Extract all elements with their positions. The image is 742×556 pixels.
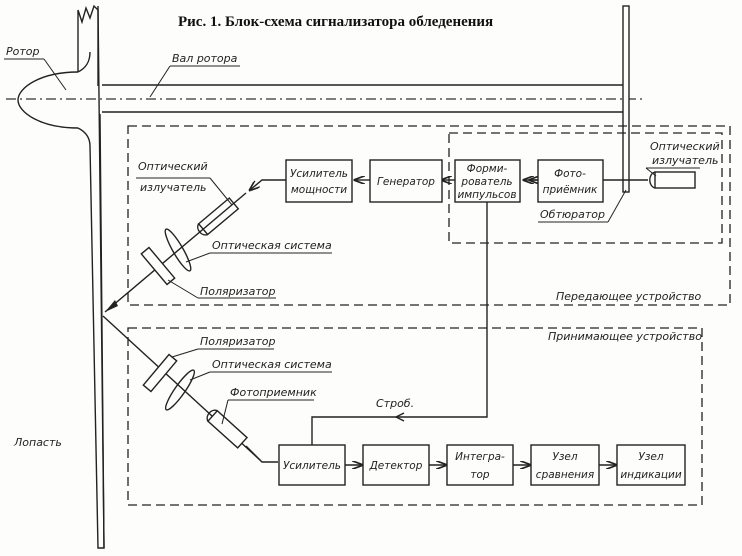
tx-beam-arrowhead xyxy=(105,300,118,312)
shaper-text-3: импульсов xyxy=(457,189,516,201)
tx-optics-label: Оптическая система xyxy=(212,239,332,252)
rx-photodetector xyxy=(206,409,249,449)
tx-em-leader xyxy=(209,177,233,206)
power-amp-block: Усилитель мощности xyxy=(285,159,353,203)
pulse-shaper-block: Форми- рователь импульсов xyxy=(454,159,521,203)
shutter-label: Обтюратор xyxy=(540,208,605,221)
tx-beam xyxy=(104,192,247,313)
detector-block: Детектор xyxy=(362,444,430,486)
tx-polarizer-label: Поляризатор xyxy=(200,285,276,298)
amplifier-block: Усилитель xyxy=(278,444,346,486)
rx-pol-leader xyxy=(171,348,199,358)
generator-block: Генератор xyxy=(369,159,443,203)
tx-optics-leader xyxy=(185,252,211,263)
rotor-hub xyxy=(17,71,79,129)
shaft-label: Вал ротора xyxy=(172,52,238,65)
tx-emitter-label-1: Оптический xyxy=(138,160,208,173)
tx-emitter-label-2: излучатель xyxy=(140,181,206,194)
receiver-frame xyxy=(127,327,703,506)
rx-photodetector-label: Фотоприемник xyxy=(230,386,317,399)
source-emitter-label-1: Оптический xyxy=(650,140,720,153)
rx-lens xyxy=(164,369,196,411)
blade-label: Лопасть xyxy=(13,436,62,449)
shaft-leader xyxy=(149,65,171,98)
rx-pd-to-amp xyxy=(245,445,278,463)
photodetector-text-2: приёмник xyxy=(543,184,598,196)
arrow-amp-emitter xyxy=(250,179,286,190)
photodetector-text-1: Фото- xyxy=(554,168,586,180)
comparator-text-1: Узел xyxy=(552,451,577,463)
strobe-label: Строб. xyxy=(376,397,414,410)
source-emitter-lens xyxy=(649,171,656,189)
rotor-label: Ротор xyxy=(6,45,40,58)
detector-text: Детектор xyxy=(369,460,423,472)
shutter-leader xyxy=(607,189,627,223)
blade-root-bottom xyxy=(77,127,91,147)
rx-polarizer-label: Поляризатор xyxy=(200,335,276,348)
strobe-arrowhead xyxy=(394,412,405,422)
rx-polarizer xyxy=(142,353,178,393)
blade-edge xyxy=(97,5,105,549)
power-amp-text-2: мощности xyxy=(291,184,347,196)
shaper-text-1: Форми- xyxy=(467,163,508,175)
shutter-disk xyxy=(622,5,630,193)
rx-optics-leader xyxy=(189,371,211,381)
source-emitter-label-2: излучатель xyxy=(652,154,718,167)
shaper-text-2: рователь xyxy=(460,176,512,188)
photodetector-block: Фото- приёмник xyxy=(537,159,604,203)
figure-title: Рис. 1. Блок-схема сигнализатора обледен… xyxy=(178,14,493,30)
transmitter-frame xyxy=(127,125,731,306)
source-frame xyxy=(448,132,723,244)
integrator-text-2: тор xyxy=(470,469,490,481)
comparator-block: Узел сравнения xyxy=(530,444,600,486)
integrator-text-1: Интегра- xyxy=(455,451,505,463)
src-leader xyxy=(645,167,657,177)
upper-blade xyxy=(77,4,99,86)
receiver-label: Принимающее устройство xyxy=(548,330,702,343)
rx-pd-leader xyxy=(221,399,229,425)
indicator-block: Узел индикации xyxy=(616,444,686,486)
integrator-block: Интегра- тор xyxy=(446,444,514,486)
source-emitter xyxy=(654,171,696,189)
indicator-text-2: индикации xyxy=(620,469,682,481)
tx-lens xyxy=(164,228,192,272)
indicator-text-1: Узел xyxy=(638,451,663,463)
tx-pol-leader xyxy=(167,279,199,299)
strobe-line xyxy=(311,202,488,445)
comparator-text-2: сравнения xyxy=(536,469,594,481)
rotor-leader xyxy=(43,58,67,91)
amplifier-text: Усилитель xyxy=(283,460,341,472)
blade-root-top xyxy=(77,51,91,73)
tx-polarizer xyxy=(140,246,176,286)
rx-optics-label: Оптическая система xyxy=(212,358,332,371)
power-amp-text-1: Усилитель xyxy=(290,168,348,180)
generator-text: Генератор xyxy=(377,176,435,188)
transmitter-label: Передающее устройство xyxy=(556,290,702,303)
